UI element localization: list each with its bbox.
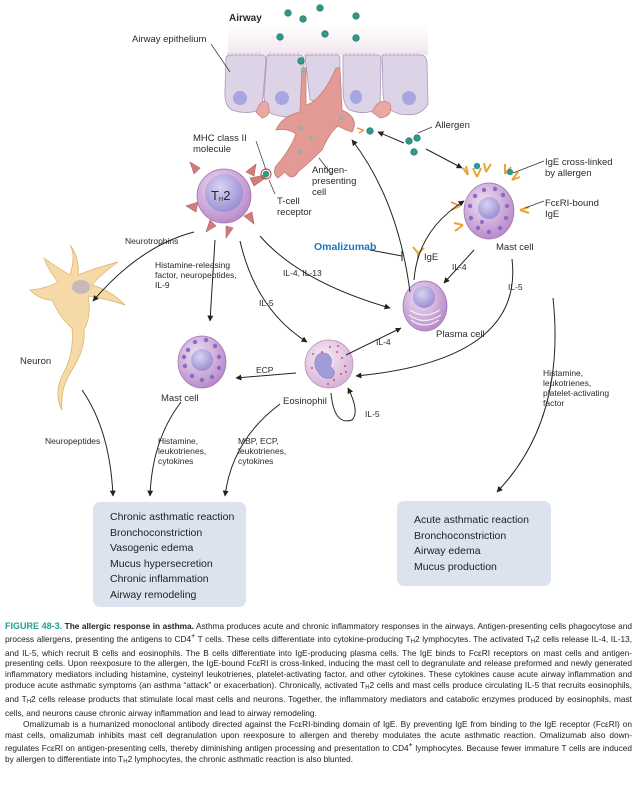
caption-paragraph-2: Omalizumab is a humanized monoclonal ant… [5, 719, 632, 765]
chronic-outcome-item: Vasogenic edema [110, 542, 194, 554]
neurotrophins-label: Neurotrophins [125, 236, 179, 246]
eosinophil-icon [304, 339, 354, 389]
mast-cell-right-icon [450, 162, 530, 240]
fceri-bound-ige-label: FcεRI-bound IgE [545, 198, 599, 220]
airway-label: Airway [229, 13, 262, 24]
apc-label: Antigen- presenting cell [312, 165, 357, 198]
eos-mediators-label: MBP, ECP, leukotrienes, cytokines [238, 436, 287, 466]
il5-th2-label: IL-5 [259, 298, 274, 308]
mast-cell-right-label: Mast cell [496, 242, 534, 253]
mast-left-mediators-label: Histamine, leukotrienes, cytokines [158, 436, 207, 466]
neuron-label: Neuron [20, 356, 52, 367]
chronic-outcome-item: Mucus hypersecretion [110, 557, 213, 570]
mast-right-mediators-label: Histamine, leukotrienes, platelet-activa… [543, 368, 610, 408]
mhc-receptor [356, 127, 365, 134]
chronic-outcome-item: Bronchoconstriction [110, 526, 203, 539]
il5-mast-label: IL-5 [508, 282, 523, 292]
chronic-outcome-item: Chronic asthmatic reaction [110, 511, 235, 523]
allergic-response-diagram: Airway Airway epithelium MHC class II mo… [20, 4, 613, 607]
allergen-label: Allergen [435, 120, 470, 131]
figure-title: The allergic response in asthma. [64, 621, 194, 631]
ige-cross-linked-label: IgE cross-linked by allergen [545, 157, 613, 179]
eosinophil-label: Eosinophil [283, 396, 327, 407]
ige-label: IgE [424, 252, 439, 263]
acute-outcome-item: Bronchoconstriction [414, 529, 507, 542]
acute-outcomes-box: Acute asthmatic reaction Bronchoconstric… [397, 501, 551, 586]
caption-paragraph-1: FIGURE 48-3. The allergic response in as… [5, 621, 632, 719]
mhc-class-ii-label: MHC class II molecule [193, 133, 247, 155]
acute-outcome-item: Airway edema [414, 545, 481, 557]
omalizumab-label: Omalizumab [314, 241, 377, 253]
chronic-outcome-item: Chronic inflammation [110, 573, 209, 585]
ecp-label: ECP [256, 365, 274, 375]
plasma-cell-label: Plasma cell [436, 329, 485, 340]
allergen-particles [276, 4, 421, 156]
neuropeptides-label: Neuropeptides [45, 436, 101, 446]
mast-cell-left-label: Mast cell [161, 393, 199, 404]
th2-cell [185, 161, 272, 239]
th2-label: TH2 [211, 188, 231, 204]
diagram-canvas [29, 4, 556, 497]
tcr-label: T-cell receptor [277, 196, 312, 218]
il4-eos-label: IL-4 [376, 337, 391, 347]
airway-epithelium-label: Airway epithelium [132, 34, 207, 45]
il4-mast-label: IL-4 [452, 262, 467, 272]
mast-cell-left-icon [177, 335, 227, 389]
acute-outcome-item: Acute asthmatic reaction [414, 514, 529, 526]
airway-lumen [228, 25, 428, 55]
plasma-cell-icon [402, 280, 448, 332]
il4-il13-label: IL-4, IL-13 [283, 268, 322, 278]
arrows [81, 131, 556, 497]
figure-caption: FIGURE 48-3. The allergic response in as… [5, 621, 632, 767]
chronic-outcome-item: Airway remodeling [110, 588, 197, 601]
chronic-outcomes-box: Chronic asthmatic reaction Bronchoconstr… [93, 502, 246, 607]
leader-lines [210, 43, 545, 209]
antigen-presenting-cell [255, 67, 392, 179]
histamine-releasing-label: Histamine-releasing factor, neuropeptide… [155, 260, 237, 290]
cilia [227, 52, 419, 55]
figure-number: FIGURE 48-3. [5, 621, 63, 631]
neuron [29, 244, 126, 411]
acute-outcome-item: Mucus production [414, 560, 497, 573]
epithelium-nuclei [233, 90, 416, 105]
il5-loop-label: IL-5 [365, 409, 380, 419]
